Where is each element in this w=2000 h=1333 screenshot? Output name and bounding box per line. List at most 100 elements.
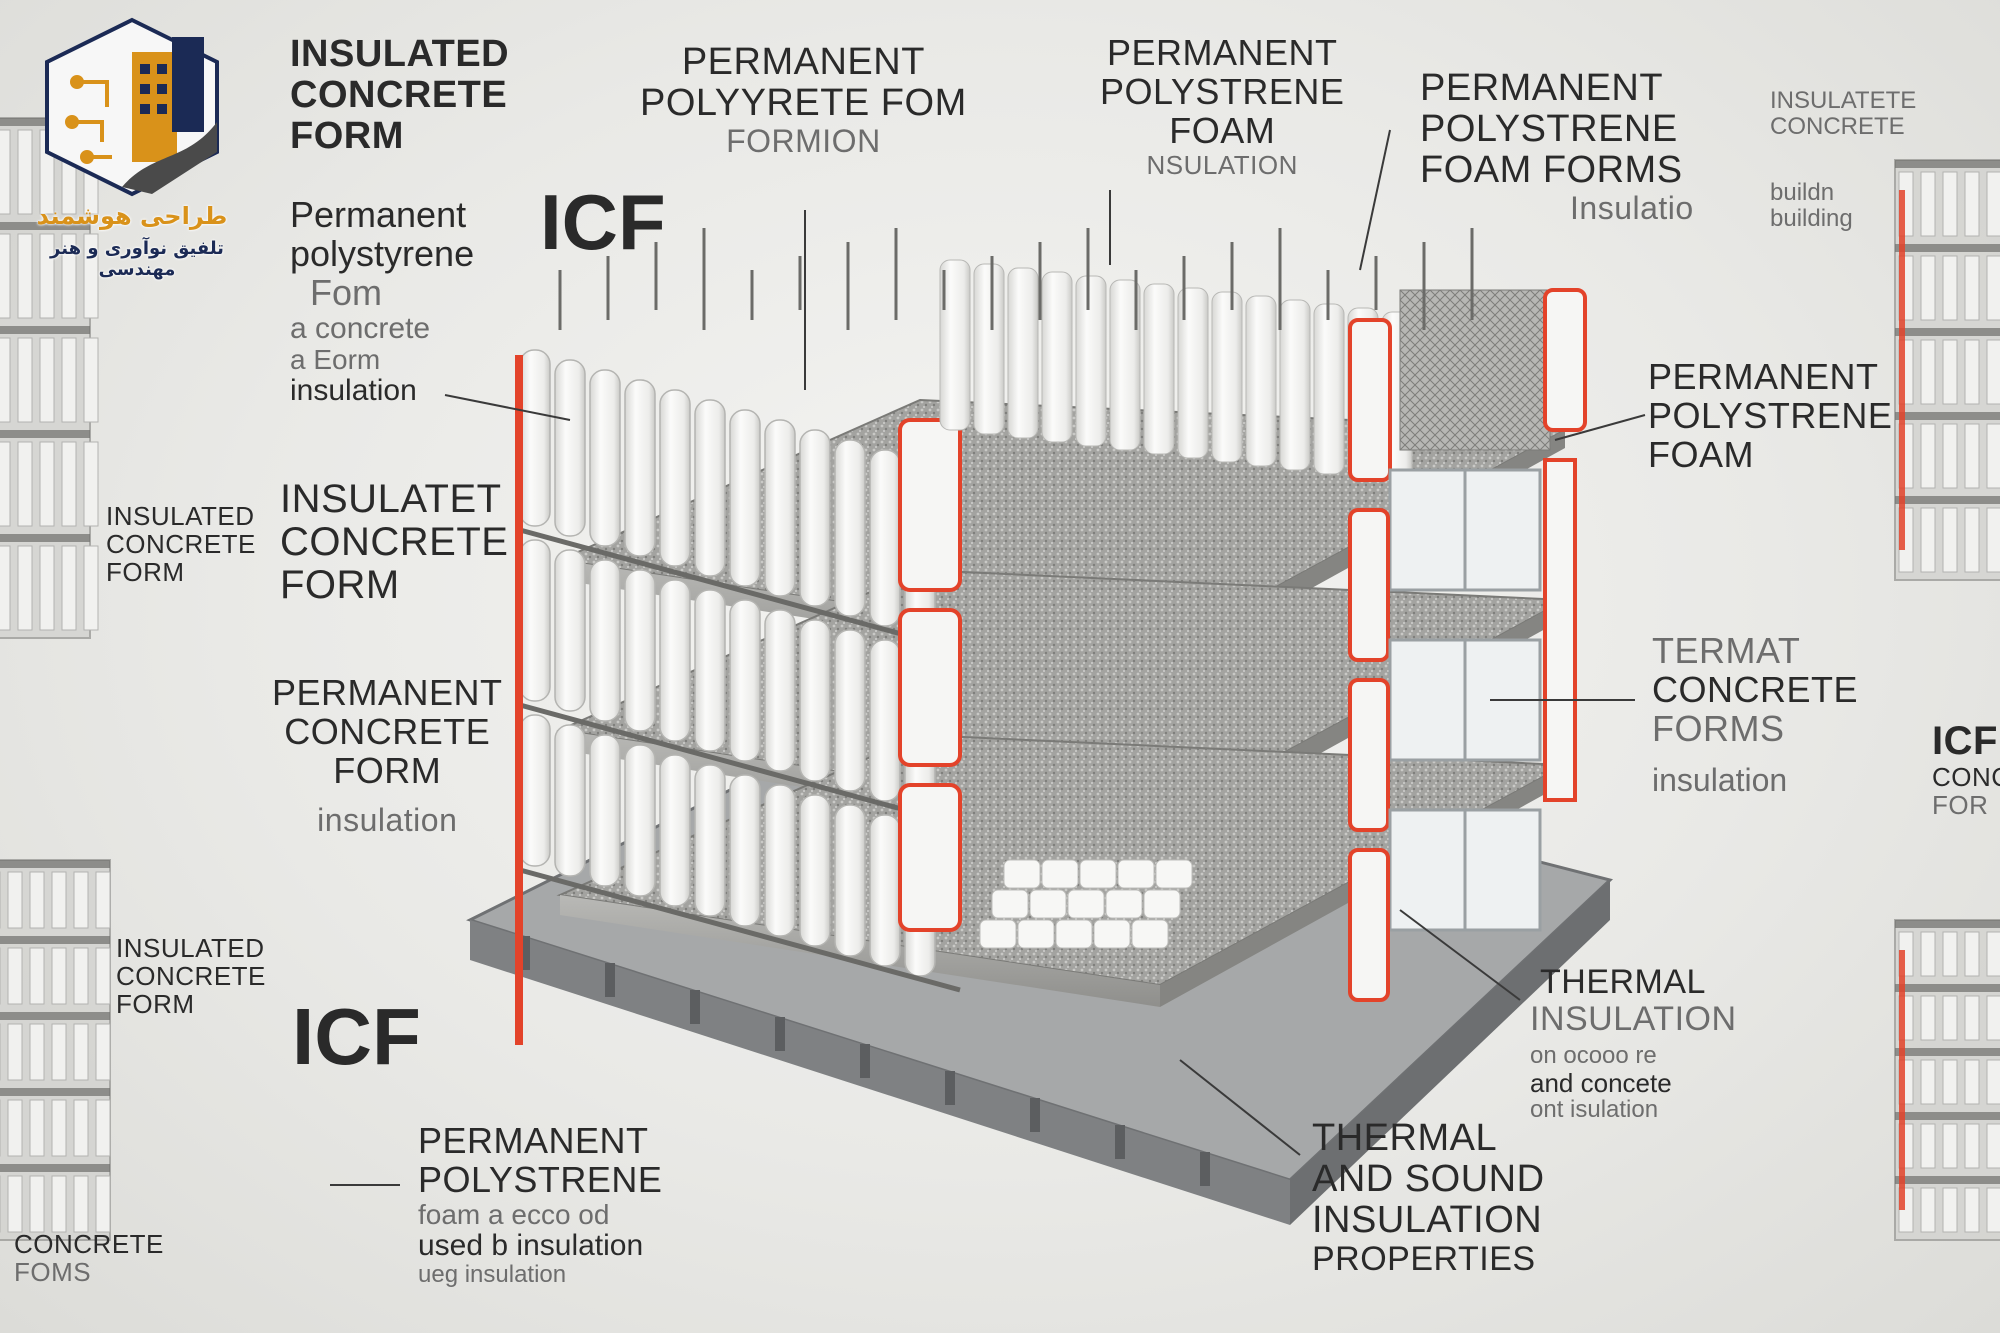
foam-end-panel-tier-1 [898,783,962,932]
back-wall-foam-block [1041,271,1073,443]
pallet-leg [1030,1098,1040,1132]
left-side-building-foam-block [17,545,33,631]
foam-block-tier-1 [799,794,831,947]
right-side-building-foam-block [1964,507,1980,573]
foam-block-tier-3 [589,369,621,547]
white-foam-brick [1105,889,1143,919]
right-lower-side-building-floor-band [1895,1048,2000,1056]
tier-steel-strip [519,702,961,828]
left-lower-side-building-foam-block [7,1099,23,1157]
leader-line [1554,414,1646,441]
white-foam-brick [1003,859,1041,889]
left-side-building-floor-band [0,534,90,542]
left-side-building-foam-block [17,129,33,215]
left-side-building-foam-block [83,233,99,319]
right-side-building-foam-block [1964,339,1980,405]
right-lower-side-building-foam-block [1942,1059,1958,1105]
right-side-building-foam-block [1942,255,1958,321]
pallet-leg [945,1071,955,1105]
foam-block-tier-1 [589,734,621,887]
pallet-leg [1200,1152,1210,1186]
back-wall-foam-block [1245,295,1277,467]
foam-block-tier-3 [519,349,551,527]
corner-panel-top [1348,318,1392,482]
white-foam-brick [1055,919,1093,949]
right-lower-side-building-foam-block [1986,1059,2000,1105]
building-circuit-logo-icon [45,17,219,197]
right-lower-side-building-foam-block [1920,1059,1936,1105]
right-lower-side-building-foam-block [1986,1123,2000,1169]
company-logo: طراحی هوشمند تلفیق نوآوری و هنر مهندسی [12,12,252,280]
foam-block-tier-3 [694,399,726,577]
right-side-building-foam-block [1986,423,2000,489]
right-red-column [1543,458,1577,802]
back-wall-foam-block [1279,299,1311,471]
right-side-building-floor-band [1895,244,2000,252]
foam-block-tier-1 [729,774,761,927]
left-side-building-foam-block [39,545,55,631]
left-lower-side-building-foam-block [29,871,45,929]
right-side-building-foam-block [1964,423,1980,489]
right-lower-side-building-foam-block [1942,1187,1958,1233]
pallet-leg [605,963,615,997]
left-lower-side-building-floor-band [0,1164,110,1172]
left-side-building-foam-block [83,441,99,527]
left-lower-side-building-floor-band [0,1088,110,1096]
back-wall-foam-block [1211,291,1243,463]
left-side-building-foam-block [61,545,77,631]
back-wall-foam-block [1143,283,1175,455]
left-lower-side-building-floor-band [0,1012,110,1020]
label-icf-bottom: ICF [292,992,421,1081]
back-wall-foam-block [1007,267,1039,439]
white-foam-brick [1117,859,1155,889]
right-lower-side-building-foam-block [1964,1123,1980,1169]
pallet-leg [520,936,530,970]
left-side-building-foam-block [0,233,11,319]
foam-block-tier-3 [799,429,831,607]
pallet-leg [1115,1125,1125,1159]
foam-block-tier-2 [834,629,866,792]
left-lower-side-building-foam-block [51,1023,67,1081]
white-foam-brick [1093,919,1131,949]
right-side-building-foam-block [1942,423,1958,489]
right-lower-side-building-foam-block [1920,995,1936,1041]
left-lower-side-building-floor-band [0,860,110,868]
tier-steel-strip [519,527,961,653]
right-side-building-foam-block [1920,423,1936,489]
right-side-building-floor-band [1895,412,2000,420]
left-lower-side-building-foam-block [95,1175,111,1233]
right-side-building-foam-block [1964,171,1980,237]
white-foam-brick [1067,889,1105,919]
right-side-building-foam-block [1986,507,2000,573]
corner-panel-far [1543,288,1587,432]
left-side-building-foam-block [17,233,33,319]
right-lower-side-building-foam-block [1942,995,1958,1041]
back-wall-foam-block [1177,287,1209,459]
back-wall-foam-block [1313,303,1345,475]
logo-subtitle: تلفیق نوآوری و هنر مهندسی [50,238,224,280]
foam-block-tier-3 [869,449,901,627]
pallet-leg [775,1017,785,1051]
right-lower-side-building-floor-band [1895,984,2000,992]
left-side-building-floor-band [0,326,90,334]
foam-block-tier-2 [554,549,586,712]
foam-block-tier-2 [659,579,691,742]
foam-block-tier-2 [729,599,761,762]
left-lower-side-building-foam-block [73,1099,89,1157]
back-wall-foam-block [1109,279,1141,451]
left-side-building-floor-band [0,222,90,230]
left-lower-side-building-foam-block [29,947,45,1005]
leader-line [1179,1059,1301,1156]
right-lower-side-building-red-edge [1899,950,1905,1210]
right-lower-side-building-foam-block [1986,931,2000,977]
